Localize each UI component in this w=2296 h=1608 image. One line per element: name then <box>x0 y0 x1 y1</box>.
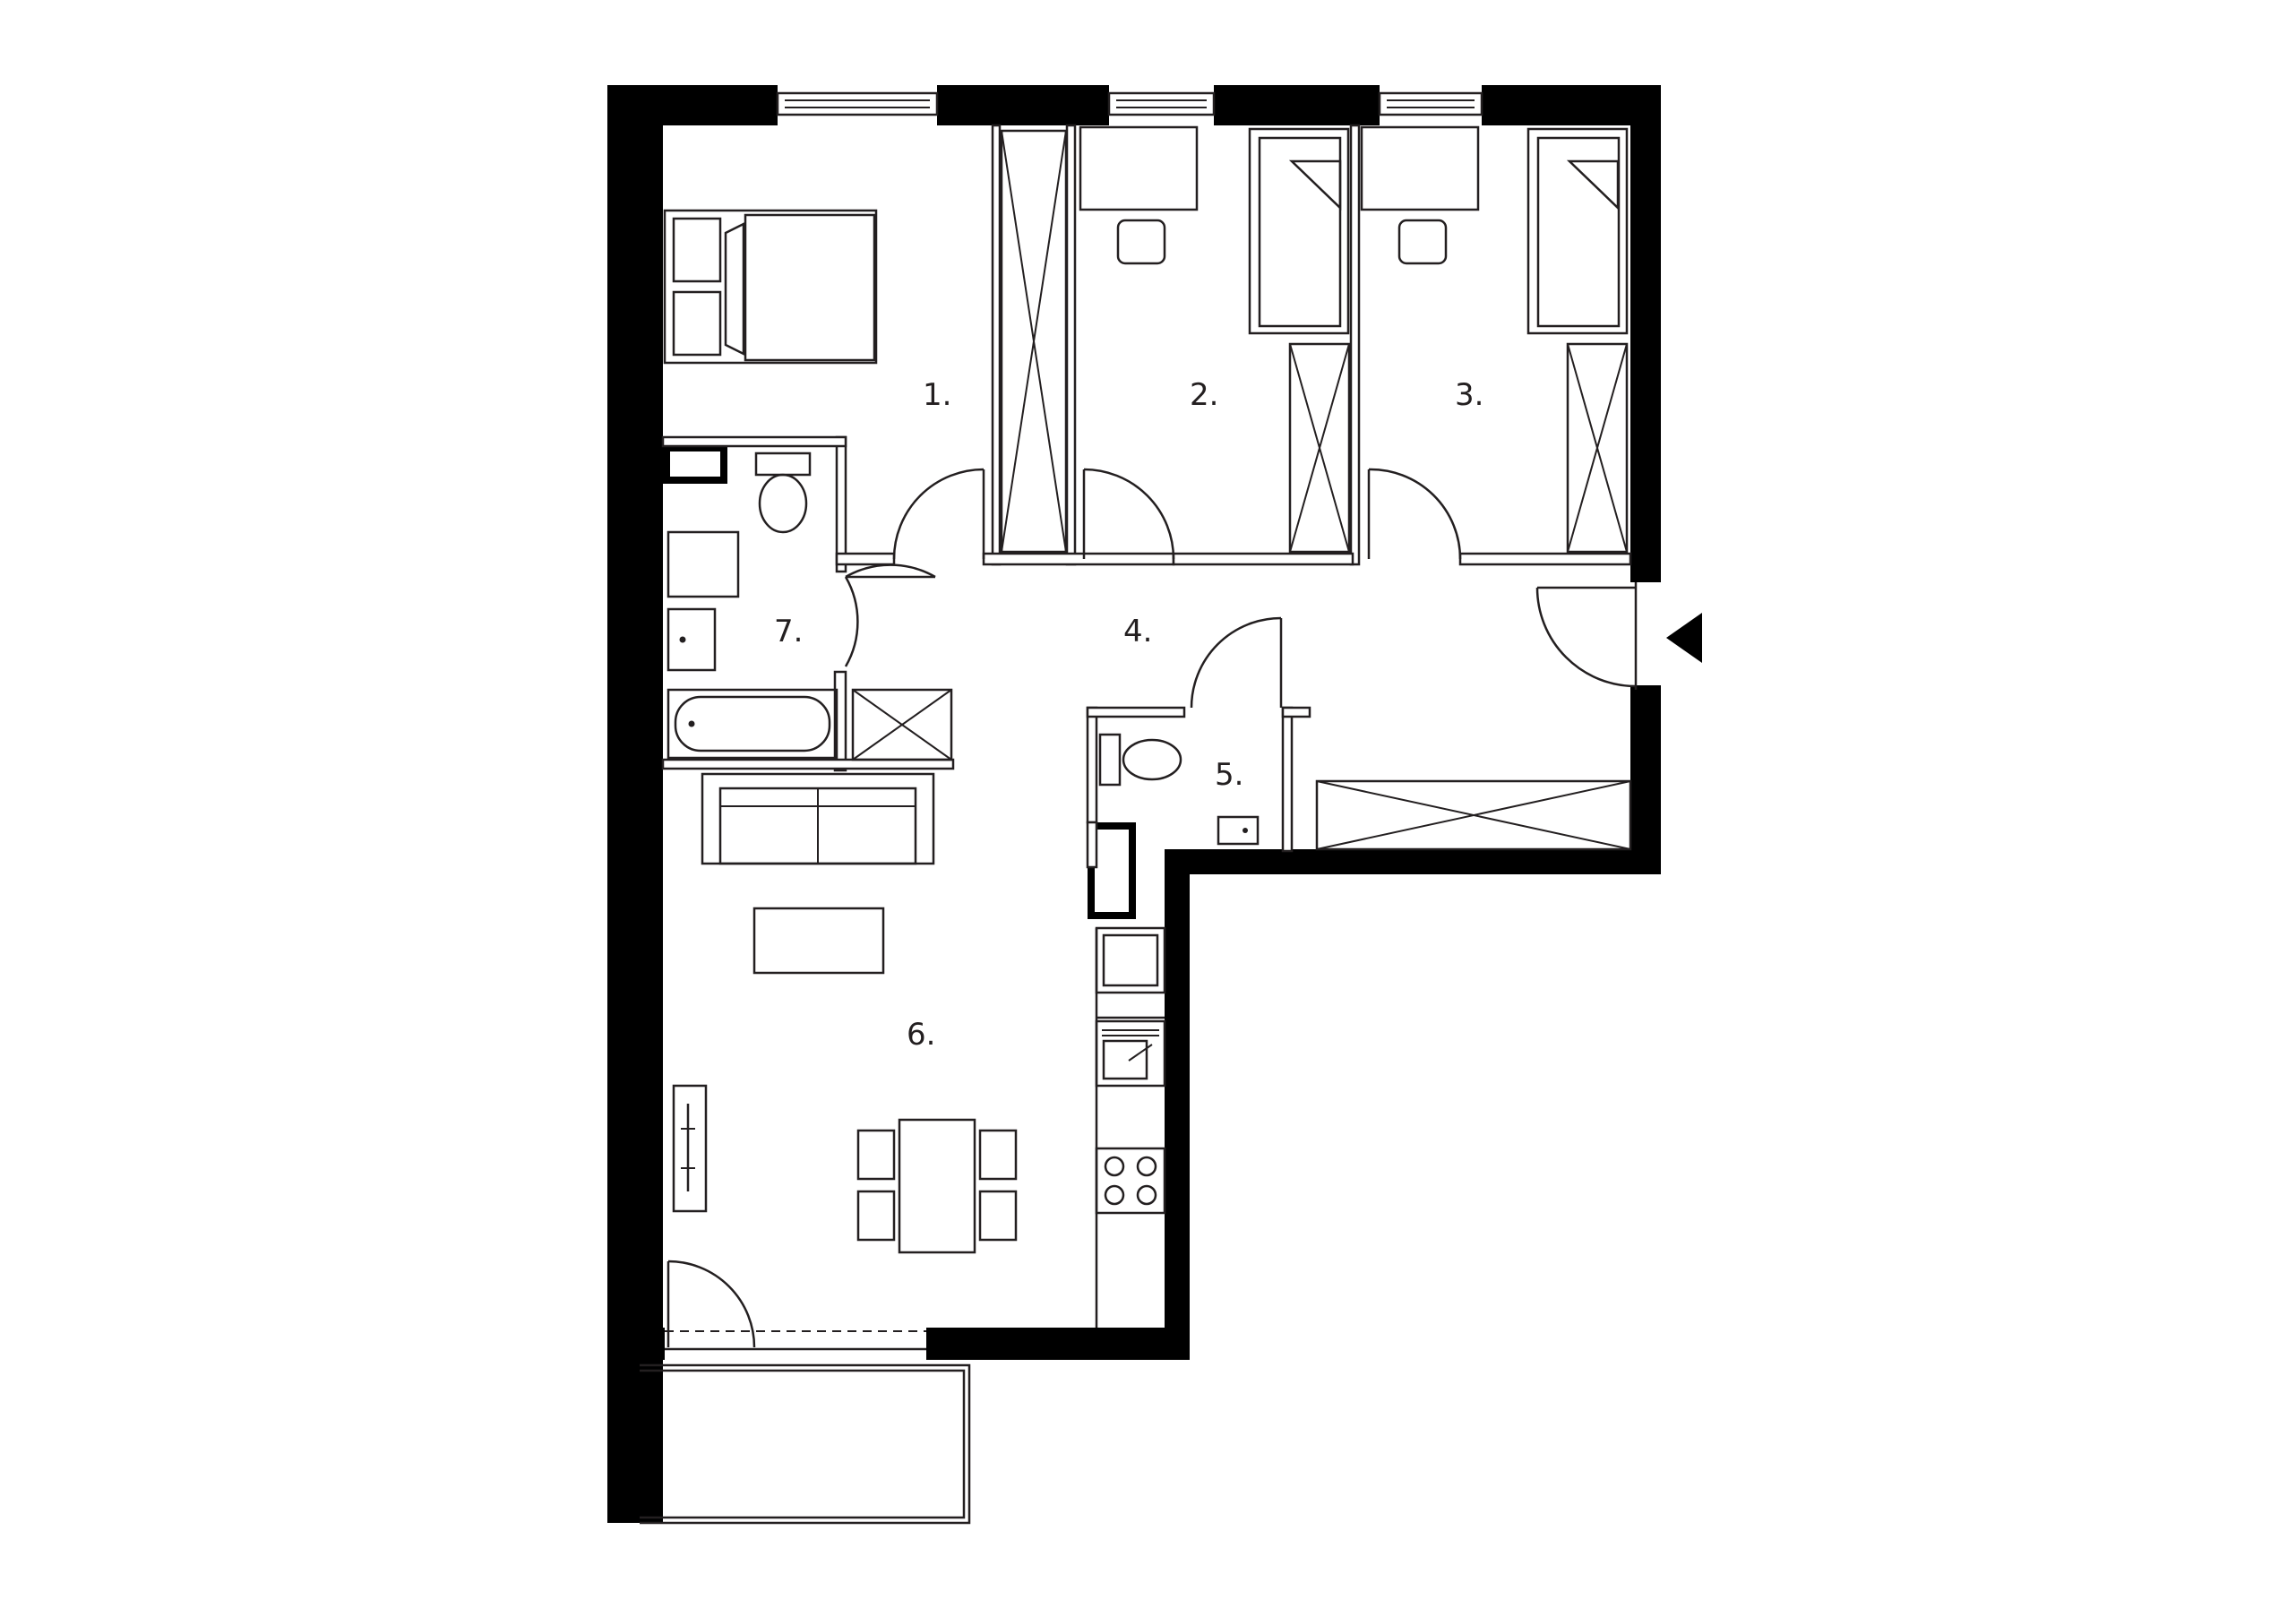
sink-icon <box>1217 815 1260 846</box>
washing-machine-icon <box>666 530 740 598</box>
window-icon <box>1378 91 1483 116</box>
door-icon <box>1190 616 1283 709</box>
toilet-icon <box>1098 733 1182 787</box>
door-icon <box>1367 468 1462 560</box>
tv-icon <box>672 1084 708 1213</box>
door-icon <box>666 1260 756 1348</box>
bathtub-icon <box>666 688 838 760</box>
coffee-table-icon <box>752 907 885 975</box>
door-icon <box>844 563 936 667</box>
wall-right-lower <box>1630 685 1661 873</box>
chair-icon <box>1116 219 1166 265</box>
wall-bottom-left <box>607 1328 665 1360</box>
wall-right-upper <box>1630 85 1661 582</box>
double-bed-icon <box>663 209 878 365</box>
toilet-icon <box>754 451 812 534</box>
dining-table-icon <box>856 1118 1018 1254</box>
room-1-label: 1. <box>923 377 951 413</box>
room-7-label: 7. <box>774 614 803 649</box>
room-2-label: 2. <box>1190 377 1218 413</box>
kitchen-sink-icon <box>1095 1019 1166 1088</box>
room-6-label: 6. <box>907 1017 935 1053</box>
cooktop-icon <box>1095 1147 1166 1215</box>
wardrobe-icon <box>1315 779 1632 851</box>
washing-machine-icon <box>851 688 953 761</box>
kitchen-counter <box>1095 926 1166 1328</box>
door-icon <box>1082 468 1175 560</box>
desk-icon <box>1079 125 1199 211</box>
chair-icon <box>1397 219 1448 265</box>
entrance-arrow-icon <box>1666 613 1702 663</box>
wall-top-b <box>937 85 1109 125</box>
wall-top-a <box>607 85 778 125</box>
wardrobe-icon <box>1288 342 1351 554</box>
single-bed-icon <box>1248 127 1350 335</box>
wardrobe-icon <box>1000 129 1068 554</box>
window-icon <box>1107 91 1216 116</box>
window-icon <box>776 91 939 116</box>
wall-left <box>607 85 663 1523</box>
desk-icon <box>1360 125 1480 211</box>
wall-top-c <box>1214 85 1380 125</box>
sofa-icon <box>701 772 935 865</box>
exterior-walls <box>607 85 1661 1523</box>
room-3-label: 3. <box>1455 377 1483 413</box>
wall-annex-bottom <box>1165 849 1661 874</box>
balcony-icon <box>607 1330 971 1525</box>
shaft-small <box>663 444 727 484</box>
fridge-icon <box>1102 933 1159 987</box>
partitions <box>661 124 1632 869</box>
sink-icon <box>666 607 717 672</box>
doors <box>666 468 1638 1348</box>
room-5-label: 5. <box>1215 757 1243 793</box>
wall-kitchen-right <box>1165 849 1190 1360</box>
wall-bottom <box>926 1328 1190 1360</box>
wardrobe-icon <box>1566 342 1629 554</box>
room-4-label: 4. <box>1123 614 1152 649</box>
windows <box>776 91 1483 116</box>
single-bed-icon <box>1526 127 1629 335</box>
door-icon <box>892 468 985 560</box>
door-icon <box>1535 582 1638 690</box>
